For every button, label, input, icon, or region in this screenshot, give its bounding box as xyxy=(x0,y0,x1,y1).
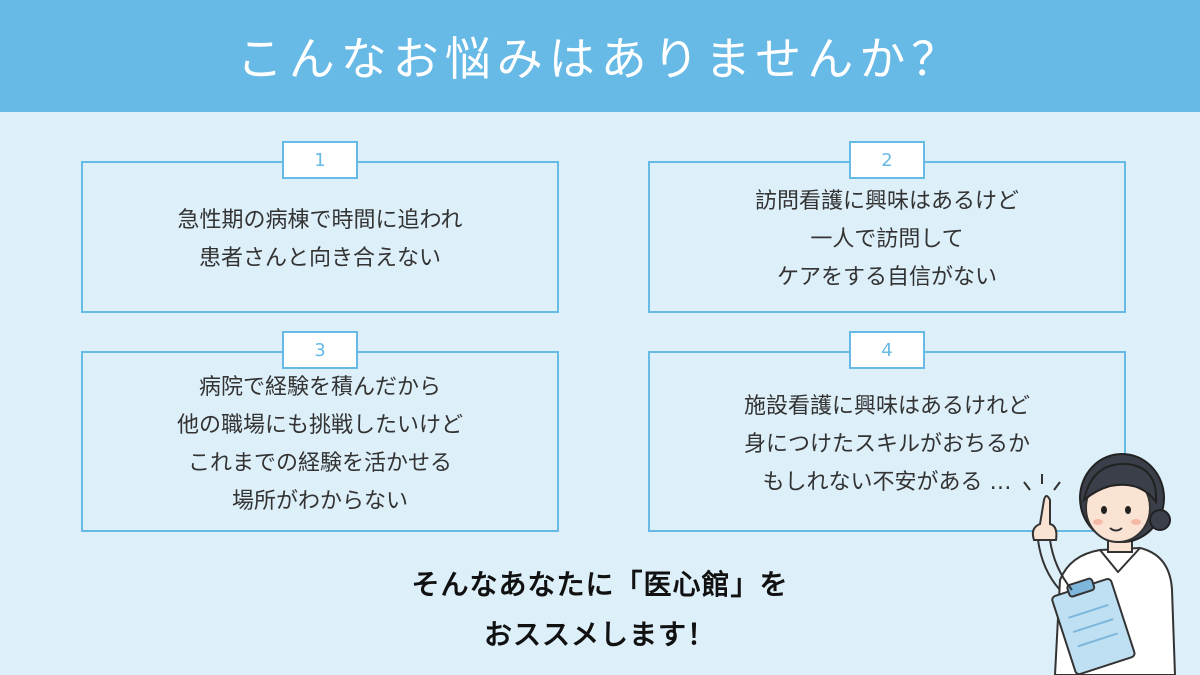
concern-card-3: 3 病院で経験を積んだから 他の職場にも挑戦したいけど これまでの経験を活かせる… xyxy=(81,331,559,532)
recommendation-line-2: おススメします！ xyxy=(483,618,716,651)
card-text: 急性期の病棟で時間に追われ 患者さんと向き合えない xyxy=(177,208,463,271)
recommendation-message: そんなあなたに「医心館」を おススメします！ xyxy=(300,560,900,660)
concern-card-2: 2 訪問看護に興味はあるけど 一人で訪問して ケアをする自信がない xyxy=(648,141,1126,313)
card-text: 訪問看護に興味はあるけど 一人で訪問して ケアをする自信がない xyxy=(754,189,1019,290)
card-number-badge: 2 xyxy=(849,141,925,179)
card-text: 施設看護に興味はあるけれど 身につけたスキルがおちるか もしれない不安がある … xyxy=(743,393,1030,495)
card-number-badge: 1 xyxy=(282,141,358,179)
concern-card-1: 1 急性期の病棟で時間に追われ 患者さんと向き合えない xyxy=(81,141,559,313)
card-number-badge: 4 xyxy=(849,331,925,369)
concern-card-4: 4 施設看護に興味はあるけれど 身につけたスキルがおちるか もしれない不安がある… xyxy=(648,331,1126,532)
nurse-pointing-illustration-icon xyxy=(1023,453,1177,675)
card-number-badge: 3 xyxy=(282,331,358,369)
header-banner: こんなお悩みはありませんか？ xyxy=(0,0,1200,112)
card-text: 病院で経験を積んだから 他の職場にも挑戦したいけど これまでの経験を活かせる 場… xyxy=(176,374,463,514)
recommendation-line-1: そんなあなたに「医心館」を xyxy=(411,568,789,601)
page-title: こんなお悩みはありませんか？ xyxy=(236,32,964,86)
